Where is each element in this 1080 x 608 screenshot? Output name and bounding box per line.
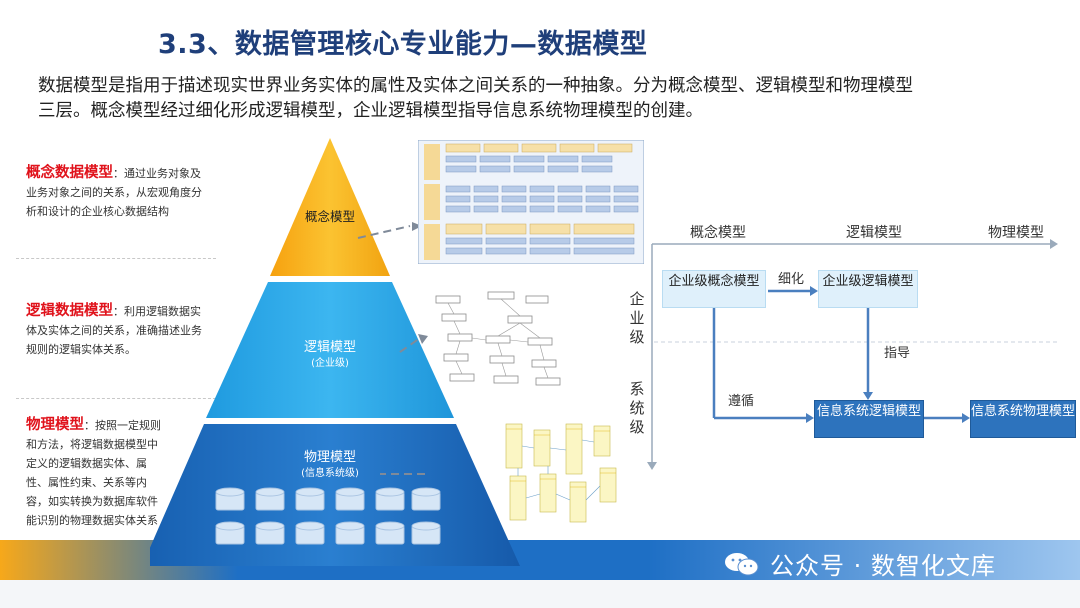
- row-label-enterprise: 企业级: [629, 290, 645, 346]
- footer-strip: [0, 580, 1080, 608]
- flow-col-physical: 物理模型: [988, 225, 1044, 241]
- box-enterprise-concept: 企业级概念模型: [662, 270, 766, 308]
- intro-line-2: 三层。概念模型经过细化形成逻辑模型，企业逻辑模型指导信息系统物理模型的创建。: [38, 101, 703, 121]
- logic-model-thumbnail: [435, 291, 561, 386]
- arrow-label-refine: 细化: [778, 272, 805, 287]
- side-note-physical: 物理模型：按照一定规则和方法，将逻辑数据模型中定义的逻辑数据实体、属性、属性约束…: [26, 416, 166, 530]
- row-label-system: 系统级: [629, 380, 645, 436]
- pyramid-middle-sub: (企业级): [311, 358, 349, 369]
- watermark-text: 公众号 · 数智化文库: [770, 552, 996, 580]
- intro-line-1: 数据模型是指用于描述现实世界业务实体的属性及实体之间关系的一种抽象。分为概念模型…: [38, 76, 913, 96]
- pyramid-top-layer: [270, 138, 390, 276]
- pyramid-bottom-label: 物理模型: [303, 450, 356, 465]
- box-system-logic: 信息系统逻辑模型: [814, 400, 924, 438]
- flow-col-logic: 逻辑模型: [846, 225, 902, 241]
- physical-model-thumbnail: [505, 423, 617, 523]
- pyramid-middle-layer: [206, 282, 454, 418]
- side-note-physical-text: ：按照一定规则和方法，将逻辑数据模型中定义的逻辑数据实体、属性、属性约束、关系等…: [26, 419, 161, 527]
- pyramid-bottom-sub: (信息系统级): [301, 468, 359, 479]
- pyramid-diagram: [150, 138, 520, 566]
- divider: [16, 258, 216, 259]
- connector-arrows: [357, 222, 428, 475]
- side-note-logic-text: ：利用逻辑数据实体及实体之间的关系，准确描述业务规则的逻辑实体关系。: [26, 305, 202, 356]
- wechat-icon: [725, 553, 759, 576]
- slide-title: 3.3、数据管理核心专业能力—数据模型: [158, 29, 648, 60]
- concept-model-thumbnail: [418, 140, 644, 264]
- pyramid-middle-label: 逻辑模型: [303, 340, 356, 355]
- side-note-concept-text: ：通过业务对象及业务对象之间的关系，从宏观角度分析和设计的企业核心数据结构: [26, 167, 202, 218]
- pyramid-top-label: 概念模型: [304, 209, 355, 224]
- flow-col-concept: 概念模型: [690, 225, 746, 241]
- side-note-concept: 概念数据模型：通过业务对象及业务对象之间的关系，从宏观角度分析和设计的企业核心数…: [26, 164, 206, 221]
- side-note-concept-title: 概念数据模型: [26, 165, 113, 181]
- arrow-label-guide: 指导: [884, 346, 911, 361]
- side-note-logic: 逻辑数据模型：利用逻辑数据实体及实体之间的关系，准确描述业务规则的逻辑实体关系。: [26, 302, 206, 359]
- side-note-physical-title: 物理模型: [26, 417, 84, 433]
- flow-axes: [647, 239, 1060, 470]
- box-system-physical: 信息系统物理模型: [970, 400, 1076, 438]
- box-enterprise-logic: 企业级逻辑模型: [818, 270, 918, 308]
- divider: [16, 398, 216, 399]
- arrow-label-follow: 遵循: [728, 394, 755, 409]
- side-note-logic-title: 逻辑数据模型: [26, 303, 113, 319]
- database-cylinders: [215, 487, 441, 545]
